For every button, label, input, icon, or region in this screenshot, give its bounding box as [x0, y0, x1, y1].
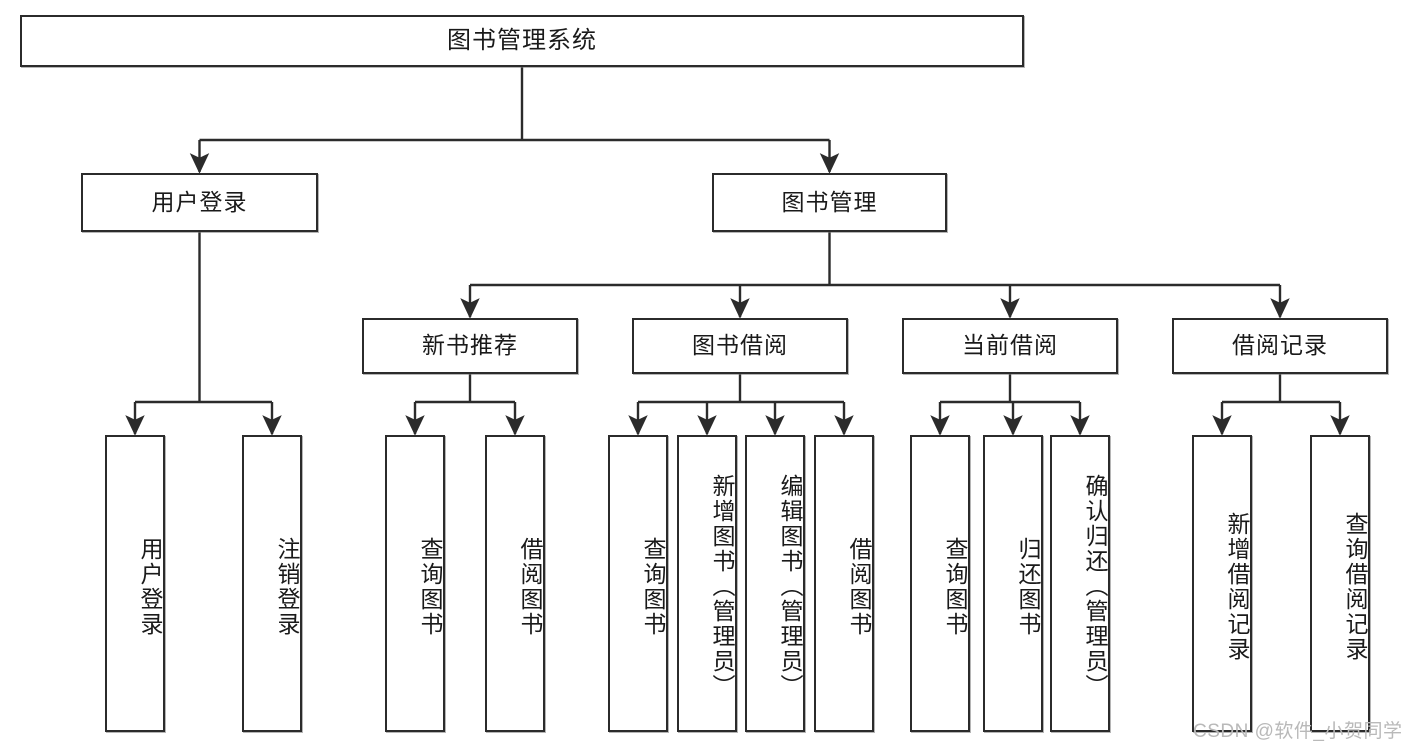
node-leaf-query-borrow-record[interactable]: 查询借阅记录 [1310, 435, 1370, 732]
node-book-management[interactable]: 图书管理 [712, 173, 947, 232]
node-leaf-logout[interactable]: 注销登录 [242, 435, 302, 732]
node-leaf-return-book[interactable]: 归还图书 [983, 435, 1043, 732]
node-leaf-borrow-book-b[interactable]: 借阅图书 [814, 435, 874, 732]
node-leaf-user-login[interactable]: 用户登录 [105, 435, 165, 732]
node-label: 确认归还（管理员） [1082, 474, 1108, 699]
node-user-login[interactable]: 用户登录 [81, 173, 318, 232]
node-current-borrowing[interactable]: 当前借阅 [902, 318, 1118, 374]
node-new-book-recommendation[interactable]: 新书推荐 [362, 318, 578, 374]
node-book-borrowing[interactable]: 图书借阅 [632, 318, 848, 374]
node-label: 查询借阅记录 [1342, 511, 1368, 662]
node-root-book-management-system[interactable]: 图书管理系统 [20, 15, 1024, 67]
node-label: 查询图书 [640, 536, 666, 637]
node-label: 借阅图书 [846, 536, 872, 637]
node-label: 查询图书 [417, 536, 443, 637]
node-label: 用户登录 [137, 536, 163, 637]
node-borrowing-record[interactable]: 借阅记录 [1172, 318, 1388, 374]
node-leaf-confirm-return-admin[interactable]: 确认归还（管理员） [1050, 435, 1110, 732]
node-leaf-borrow-book-a[interactable]: 借阅图书 [485, 435, 545, 732]
node-leaf-add-borrow-record[interactable]: 新增借阅记录 [1192, 435, 1252, 732]
node-label: 编辑图书（管理员） [777, 474, 803, 699]
node-label: 新增图书（管理员） [709, 474, 735, 699]
node-leaf-query-book-b[interactable]: 查询图书 [608, 435, 668, 732]
node-label: 查询图书 [942, 536, 968, 637]
node-leaf-add-book-admin[interactable]: 新增图书（管理员） [677, 435, 737, 732]
node-label: 新增借阅记录 [1224, 511, 1250, 662]
node-leaf-edit-book-admin[interactable]: 编辑图书（管理员） [745, 435, 805, 732]
node-leaf-query-book-a[interactable]: 查询图书 [385, 435, 445, 732]
node-leaf-query-book-c[interactable]: 查询图书 [910, 435, 970, 732]
node-label: 归还图书 [1015, 536, 1041, 637]
node-label: 借阅图书 [517, 536, 543, 637]
node-label: 注销登录 [274, 536, 300, 637]
